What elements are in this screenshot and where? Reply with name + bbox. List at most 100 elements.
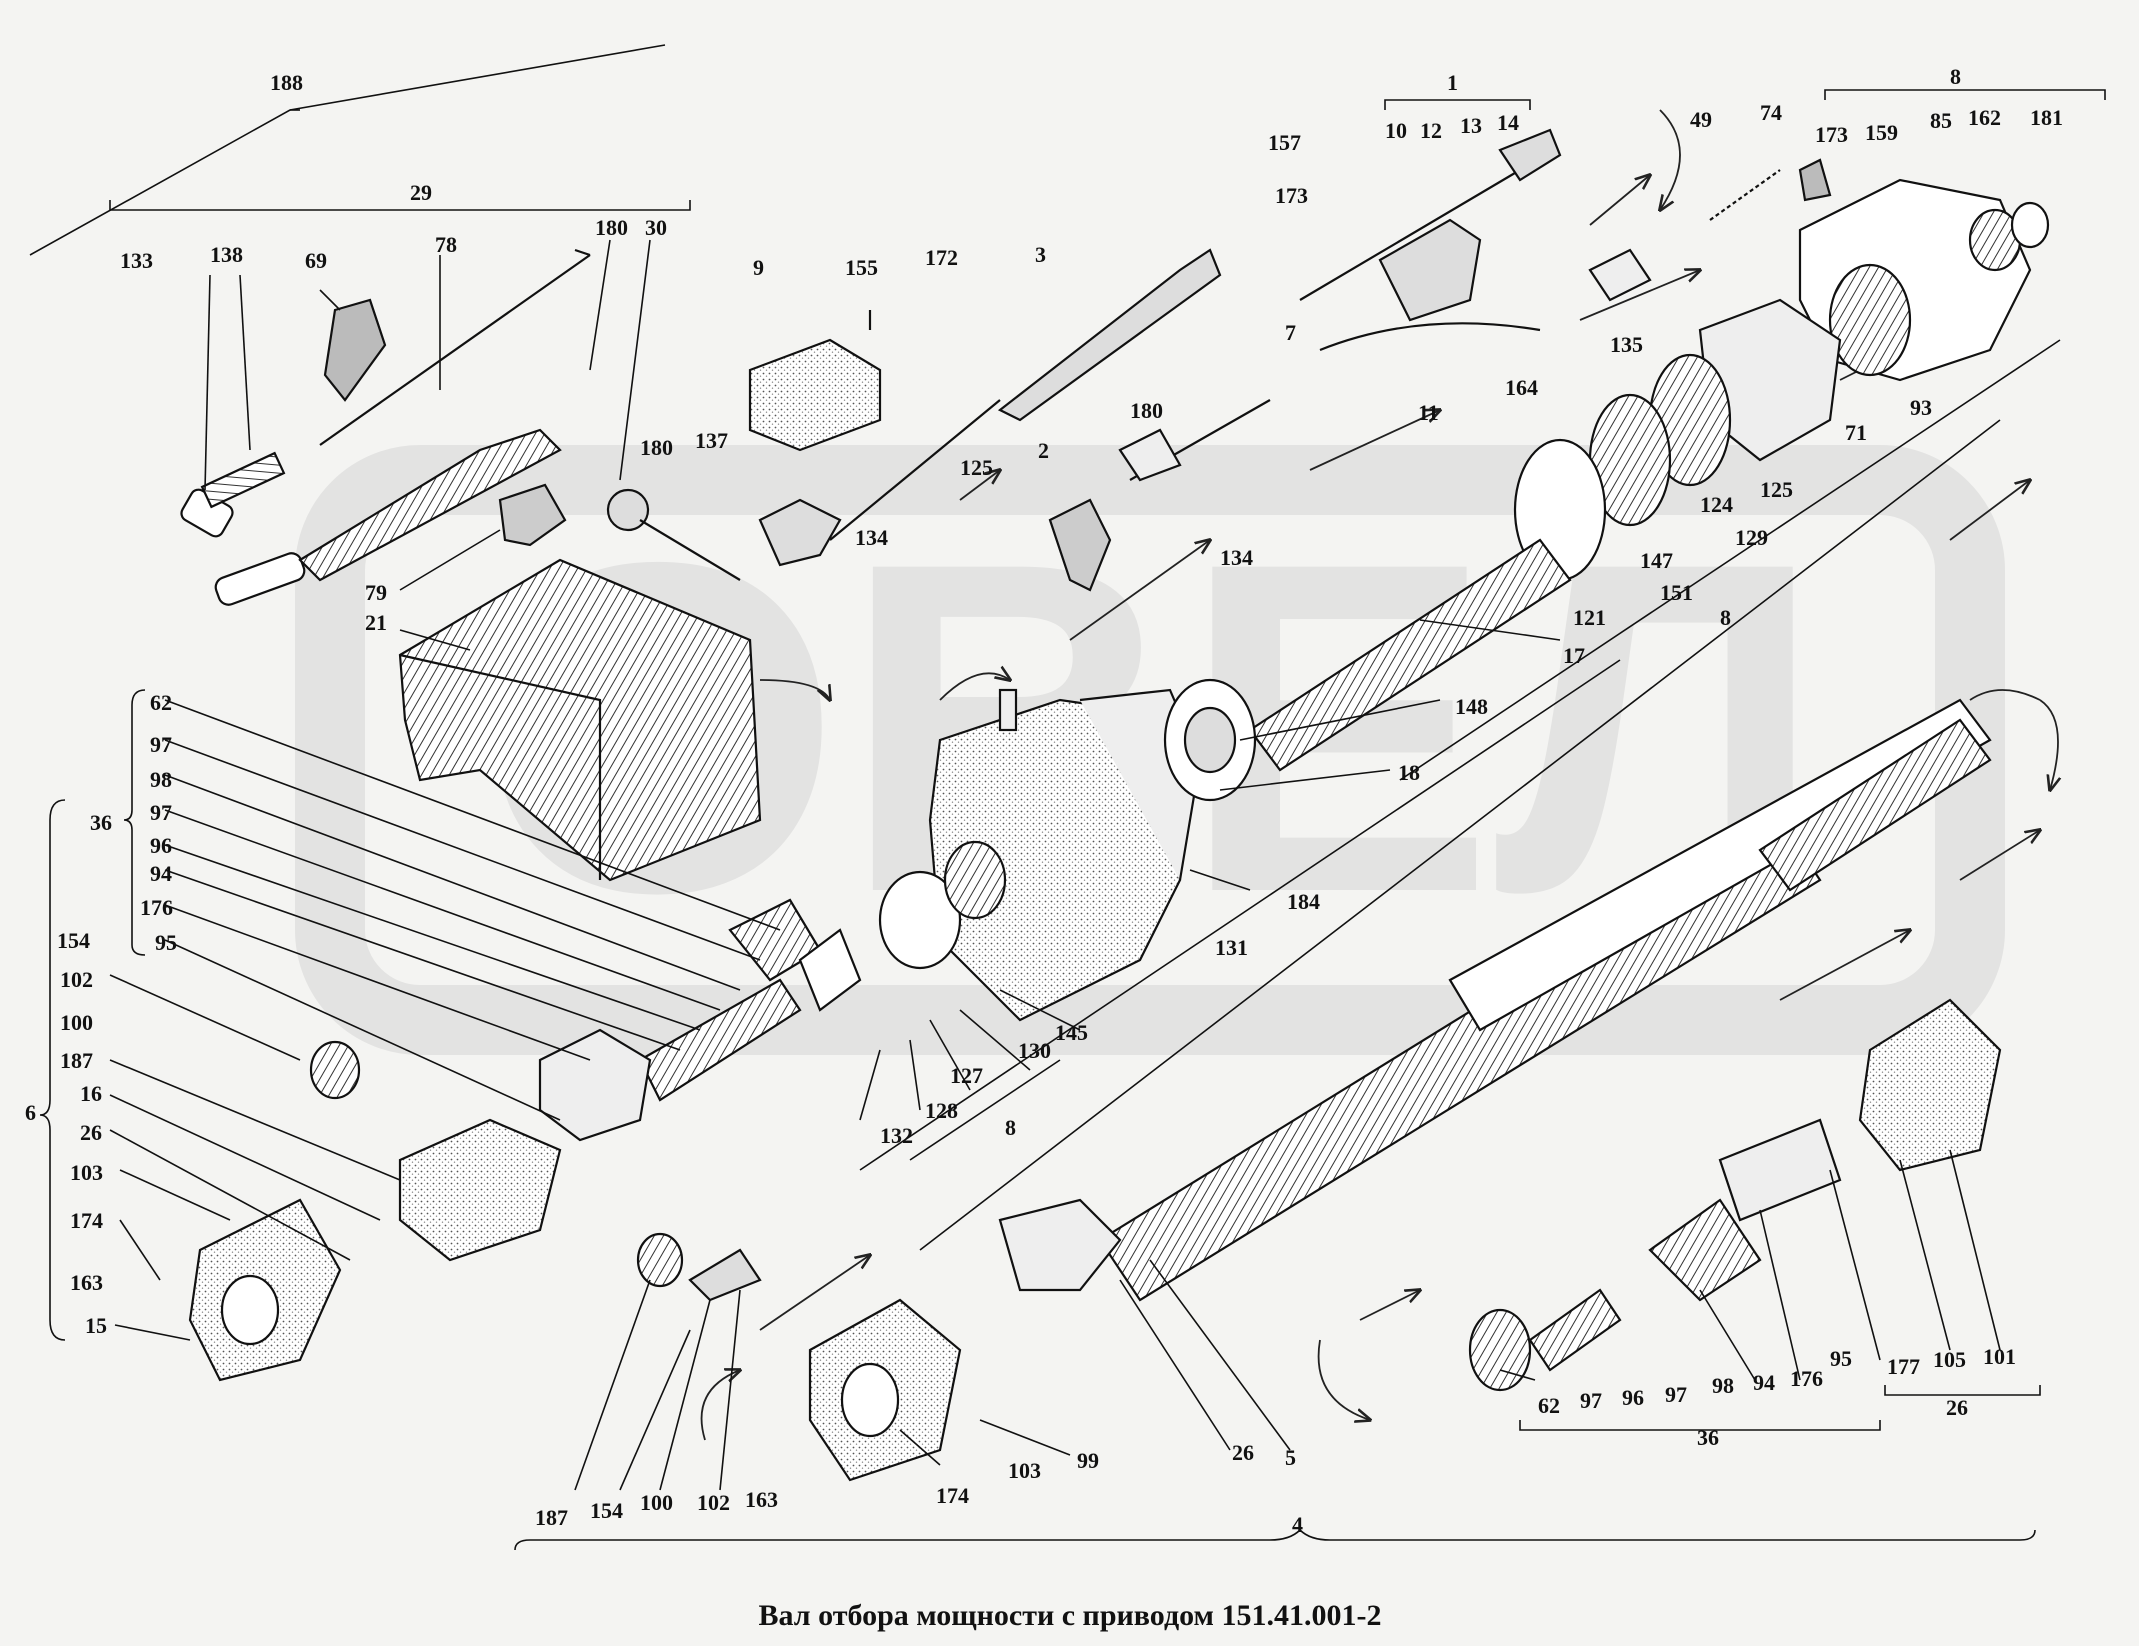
label-188: 188 bbox=[270, 70, 303, 95]
label-138: 138 bbox=[210, 242, 243, 267]
gearbox-housing bbox=[878, 688, 1202, 1022]
label-26-c: 26 bbox=[1946, 1395, 1968, 1420]
yoke-95 bbox=[538, 1028, 652, 1142]
label-132: 132 bbox=[880, 1123, 913, 1148]
output-flange bbox=[878, 870, 962, 970]
sleeve-94 bbox=[1648, 1198, 1762, 1302]
label-164: 164 bbox=[1505, 375, 1538, 400]
label-18: 18 bbox=[1398, 760, 1420, 785]
label-131: 131 bbox=[1215, 935, 1248, 960]
yoke-front bbox=[998, 1198, 1122, 1292]
label-148: 148 bbox=[1455, 694, 1488, 719]
label-94-b: 94 bbox=[1753, 1370, 1775, 1395]
cable bbox=[829, 399, 1001, 541]
part-labels: 188 29 133 138 69 78 180 30 79 21 9 155 … bbox=[25, 64, 2063, 1537]
label-134-a: 134 bbox=[855, 525, 888, 550]
label-100-a: 100 bbox=[60, 1010, 93, 1035]
label-130: 130 bbox=[1018, 1038, 1051, 1063]
main-shaft-5 bbox=[1098, 698, 1992, 1302]
label-102-a: 102 bbox=[60, 967, 93, 992]
label-127: 127 bbox=[950, 1063, 983, 1088]
yoke-95b bbox=[1718, 1118, 1842, 1222]
label-105: 105 bbox=[1933, 1347, 1966, 1372]
label-11: 11 bbox=[1418, 400, 1439, 425]
diagram-title: Вал отбора мощности с приводом 151.41.00… bbox=[759, 1599, 1382, 1632]
label-8-a: 8 bbox=[1950, 64, 1961, 89]
label-30: 30 bbox=[645, 215, 667, 240]
label-98-a: 98 bbox=[150, 767, 172, 792]
label-187-b: 187 bbox=[535, 1505, 568, 1530]
label-162: 162 bbox=[1968, 105, 2001, 130]
washer-162 bbox=[2010, 201, 2050, 249]
bracket-7 bbox=[1378, 218, 1482, 322]
breather bbox=[998, 688, 1018, 732]
label-163-b: 163 bbox=[745, 1487, 778, 1512]
label-93: 93 bbox=[1910, 395, 1932, 420]
label-1: 1 bbox=[1447, 70, 1458, 95]
label-95-b: 95 bbox=[1830, 1346, 1852, 1371]
lever-2 bbox=[1048, 498, 1112, 592]
label-173-b: 173 bbox=[1815, 122, 1848, 147]
label-7: 7 bbox=[1285, 320, 1296, 345]
label-135: 135 bbox=[1610, 332, 1643, 357]
label-36-b: 36 bbox=[1697, 1425, 1719, 1450]
label-133: 133 bbox=[120, 248, 153, 273]
guard-21 bbox=[398, 558, 762, 882]
label-95-a: 95 bbox=[155, 930, 177, 955]
label-79: 79 bbox=[365, 580, 387, 605]
shaft-17 bbox=[1163, 538, 1572, 802]
label-151: 151 bbox=[1660, 580, 1693, 605]
label-49: 49 bbox=[1690, 107, 1712, 132]
label-180-a: 180 bbox=[595, 215, 628, 240]
assembly-guide-lines bbox=[29, 44, 2061, 1251]
label-6: 6 bbox=[25, 1100, 36, 1125]
label-74: 74 bbox=[1760, 100, 1782, 125]
bushing-187 bbox=[309, 1040, 361, 1100]
cable-assembly-1 bbox=[1299, 128, 1832, 352]
bushing-62b bbox=[1468, 1308, 1532, 1392]
label-16: 16 bbox=[80, 1081, 102, 1106]
upper-links bbox=[748, 248, 1271, 592]
fork-14 bbox=[1498, 128, 1562, 182]
flange-101 bbox=[1858, 998, 2002, 1172]
flange-93 bbox=[1828, 263, 1912, 377]
label-97-d: 97 bbox=[1665, 1382, 1687, 1407]
label-12: 12 bbox=[1420, 118, 1442, 143]
label-2: 2 bbox=[1038, 438, 1049, 463]
label-100-b: 100 bbox=[640, 1490, 673, 1515]
label-13: 13 bbox=[1460, 113, 1482, 138]
label-154-a: 154 bbox=[57, 928, 90, 953]
label-155: 155 bbox=[845, 255, 878, 280]
yoke-shaft bbox=[638, 978, 802, 1102]
label-137: 137 bbox=[695, 428, 728, 453]
bracket-9 bbox=[748, 338, 882, 452]
label-180-b: 180 bbox=[640, 435, 673, 460]
label-177: 177 bbox=[1887, 1354, 1920, 1379]
lower-middle-cardan-group bbox=[636, 1198, 1122, 1482]
label-62-b: 62 bbox=[1538, 1393, 1560, 1418]
label-181: 181 bbox=[2030, 105, 2063, 130]
fork-135 bbox=[1588, 248, 1652, 302]
spring-stack bbox=[1528, 1288, 1622, 1372]
label-96-b: 96 bbox=[1622, 1385, 1644, 1410]
label-99: 99 bbox=[1077, 1448, 1099, 1473]
label-97-b: 97 bbox=[150, 800, 172, 825]
label-129: 129 bbox=[1735, 525, 1768, 550]
label-14: 14 bbox=[1497, 110, 1519, 135]
label-180-c: 180 bbox=[1130, 398, 1163, 423]
cross-26 bbox=[398, 1118, 562, 1262]
label-174-a: 174 bbox=[70, 1208, 103, 1233]
label-96-a: 96 bbox=[150, 833, 172, 858]
label-29: 29 bbox=[410, 180, 432, 205]
label-94-a: 94 bbox=[150, 861, 172, 886]
label-9: 9 bbox=[753, 255, 764, 280]
label-17: 17 bbox=[1563, 643, 1585, 668]
label-36-a: 36 bbox=[90, 810, 112, 835]
spring-49 bbox=[1709, 169, 1781, 221]
label-174-b: 174 bbox=[936, 1483, 969, 1508]
bracket-69 bbox=[323, 298, 387, 402]
label-173-a: 173 bbox=[1275, 183, 1308, 208]
clevis bbox=[758, 498, 842, 567]
label-163-a: 163 bbox=[70, 1270, 103, 1295]
